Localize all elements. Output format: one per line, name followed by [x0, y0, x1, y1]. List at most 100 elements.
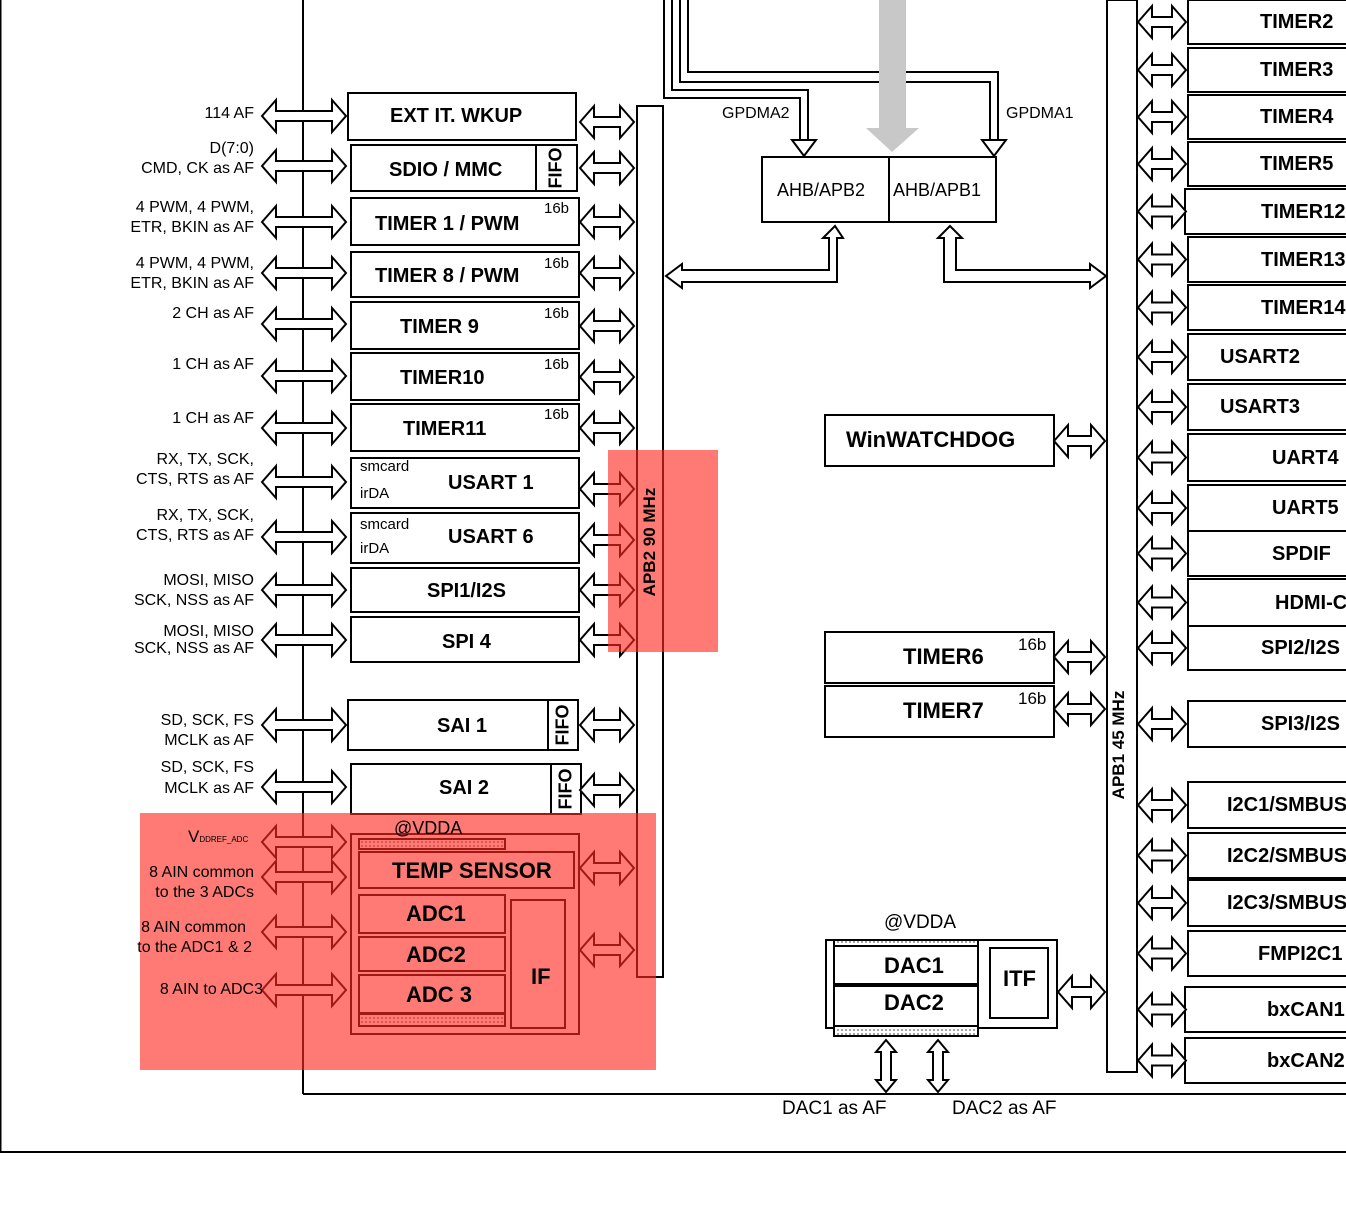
- pin-label-ain-common-12-sub: to the ADC1 & 2: [137, 939, 252, 956]
- apb2-arrow-timer9: [578, 307, 636, 345]
- pin-arrow-timer11: [260, 409, 348, 447]
- apb1-block-label: FMPI2C1: [1258, 942, 1343, 965]
- sdio-fifo-label: FIFO: [545, 147, 566, 189]
- apb1-arrow-8: [1136, 388, 1188, 426]
- apb1-arrow-9: [1136, 438, 1188, 477]
- apb1-arrow-6: [1136, 288, 1188, 327]
- pin-label-sdio-data: D(7:0): [209, 140, 254, 157]
- sai1-block: SAI 1: [437, 715, 488, 737]
- apb1-peripheral-boxes: [1184, 0, 1346, 1084]
- pin-label-timer1-pwm: 4 PWM, 4 PWM,: [135, 199, 254, 216]
- ahb-apb2-bridge: AHB/APB2: [777, 180, 866, 200]
- apb1-arrow-0: [1136, 3, 1188, 41]
- apb1-box-1: [1187, 47, 1346, 93]
- ahb-apb-bridges-box: [761, 156, 997, 223]
- apb1-arrow-19: [1136, 990, 1188, 1029]
- pin-label-ain-common-3: 8 AIN common: [149, 864, 254, 881]
- timer1-pwm-block: TIMER 1 / PWM: [375, 213, 520, 235]
- pin-label-usart6-cts: CTS, RTS as AF: [136, 527, 254, 544]
- apb1-box-7: [1187, 333, 1346, 381]
- apb1-block-label: SPI3/I2S: [1261, 713, 1340, 735]
- pin-label-ain-common-12: 8 AIN common: [141, 919, 246, 936]
- usart6-smcard-label: smcard: [360, 516, 410, 533]
- pin-arrow-sai1: [260, 706, 348, 744]
- apb1-arrow-13: [1136, 629, 1188, 667]
- apb1-block-label: bxCAN1: [1267, 998, 1345, 1021]
- dac-interface-block: ITF: [1003, 966, 1036, 991]
- apb2-arrow-sai1: [578, 706, 636, 744]
- gpdma2-arrowhead: [790, 139, 818, 158]
- apb1-box-9: [1187, 433, 1346, 482]
- timer9-bits-label: 16b: [544, 305, 570, 322]
- timer10-block: TIMER10: [400, 367, 485, 389]
- pin-label-sai1-mclk: MCLK as AF: [164, 732, 254, 749]
- apb1-arrow-4: [1136, 192, 1188, 231]
- timer6-bits-label: 16b: [1018, 635, 1047, 654]
- pin-label-vref-main: V: [188, 827, 200, 846]
- apb2-arrow-timer8: [578, 254, 636, 292]
- apb1-block-label: TIMER2: [1260, 11, 1334, 33]
- apb1-box-8: [1187, 383, 1346, 431]
- pin-label-timer8-pwm: 4 PWM, 4 PWM,: [135, 255, 254, 272]
- pin-label-sai2-sd: SD, SCK, FS: [160, 759, 254, 776]
- apb1-arrow-12: [1136, 583, 1188, 622]
- apb1-arrow-timer6: [1052, 638, 1107, 676]
- spi1-i2s-block: SPI1/I2S: [427, 580, 506, 602]
- apb1-block-label: USART2: [1220, 346, 1301, 368]
- pin-label-timer1-etr: ETR, BKIN as AF: [130, 219, 254, 236]
- apb2-highlight-region: [608, 450, 718, 652]
- apb1-block-label: HDMI-C: [1275, 591, 1346, 614]
- timer11-block: TIMER11: [403, 418, 487, 440]
- apb1-block-label: TIMER5: [1260, 153, 1334, 175]
- dac1-output-arrow: [873, 1038, 899, 1094]
- pin-label-spi4-sck: SCK, NSS as AF: [133, 640, 254, 657]
- apb2-arrow-sai2: [578, 771, 636, 809]
- adc3-block: ADC 3: [406, 982, 473, 1007]
- apb1-block-label: TIMER13: [1261, 248, 1346, 271]
- pin-label-timer9: 2 CH as AF: [172, 305, 254, 322]
- apb1-arrow-15: [1136, 786, 1188, 824]
- apb1-box-15: [1187, 781, 1346, 829]
- apb1-box-14: [1187, 700, 1346, 748]
- pin-arrow-usart6: [260, 518, 348, 556]
- apb1-arrow-7: [1136, 338, 1188, 376]
- pin-label-timer8-etr: ETR, BKIN as AF: [130, 275, 254, 292]
- adc-vdda-label: @VDDA: [394, 818, 463, 838]
- apb1-box-19: [1184, 986, 1346, 1033]
- apb2-bus-label: APB2 90 MHz: [640, 487, 659, 597]
- apb2-bridge-connection: [664, 224, 845, 290]
- dac-vdda-label: @VDDA: [884, 912, 957, 933]
- apb1-arrow-dac-itf: [1056, 973, 1107, 1011]
- apb1-box-11: [1187, 530, 1346, 577]
- ahb-gray-arrowhead: [866, 128, 919, 152]
- apb1-block-label: I2C1/SMBUS: [1227, 794, 1346, 816]
- pin-label-spi4-mosi: MOSI, MISO: [163, 623, 254, 640]
- dac1-block: DAC1: [884, 953, 944, 978]
- apb1-bus-label: APB1 45 MHz: [1109, 690, 1128, 800]
- apb1-box-2: [1187, 94, 1346, 140]
- pin-label-usart1-cts: CTS, RTS as AF: [136, 471, 254, 488]
- usart1-block: USART 1: [448, 472, 534, 494]
- timer6-block: TIMER6: [903, 644, 984, 669]
- apb1-block-label: TIMER12: [1261, 200, 1346, 223]
- apb1-block-label: USART3: [1220, 396, 1301, 418]
- timer1-bits-label: 16b: [544, 200, 570, 217]
- pin-label-af114: 114 AF: [204, 105, 254, 122]
- apb1-arrow-14: [1136, 705, 1188, 743]
- timer7-block: TIMER7: [903, 698, 984, 723]
- apb2-arrow-ext-it: [578, 103, 636, 141]
- timer8-pwm-block: TIMER 8 / PWM: [375, 265, 520, 287]
- ahb-apb1-bridge: AHB/APB1: [893, 180, 982, 200]
- apb2-arrow-timer10: [578, 358, 636, 396]
- adc-highlight-region: [140, 813, 656, 1070]
- apb1-box-3: [1187, 141, 1346, 187]
- apb1-block-label: I2C2/SMBUS: [1227, 844, 1346, 867]
- pin-label-vref: VDDREF_ADC: [188, 828, 248, 845]
- pin-arrow-timer8: [260, 254, 348, 292]
- apb1-arrow-3: [1136, 145, 1188, 183]
- usart1-irda-label: irDA: [360, 485, 390, 502]
- usart6-irda-label: irDA: [360, 540, 390, 557]
- pin-arrow-spi4: [260, 621, 348, 659]
- gpdma-lines: [663, 0, 999, 140]
- timer11-bits-label: 16b: [544, 406, 570, 423]
